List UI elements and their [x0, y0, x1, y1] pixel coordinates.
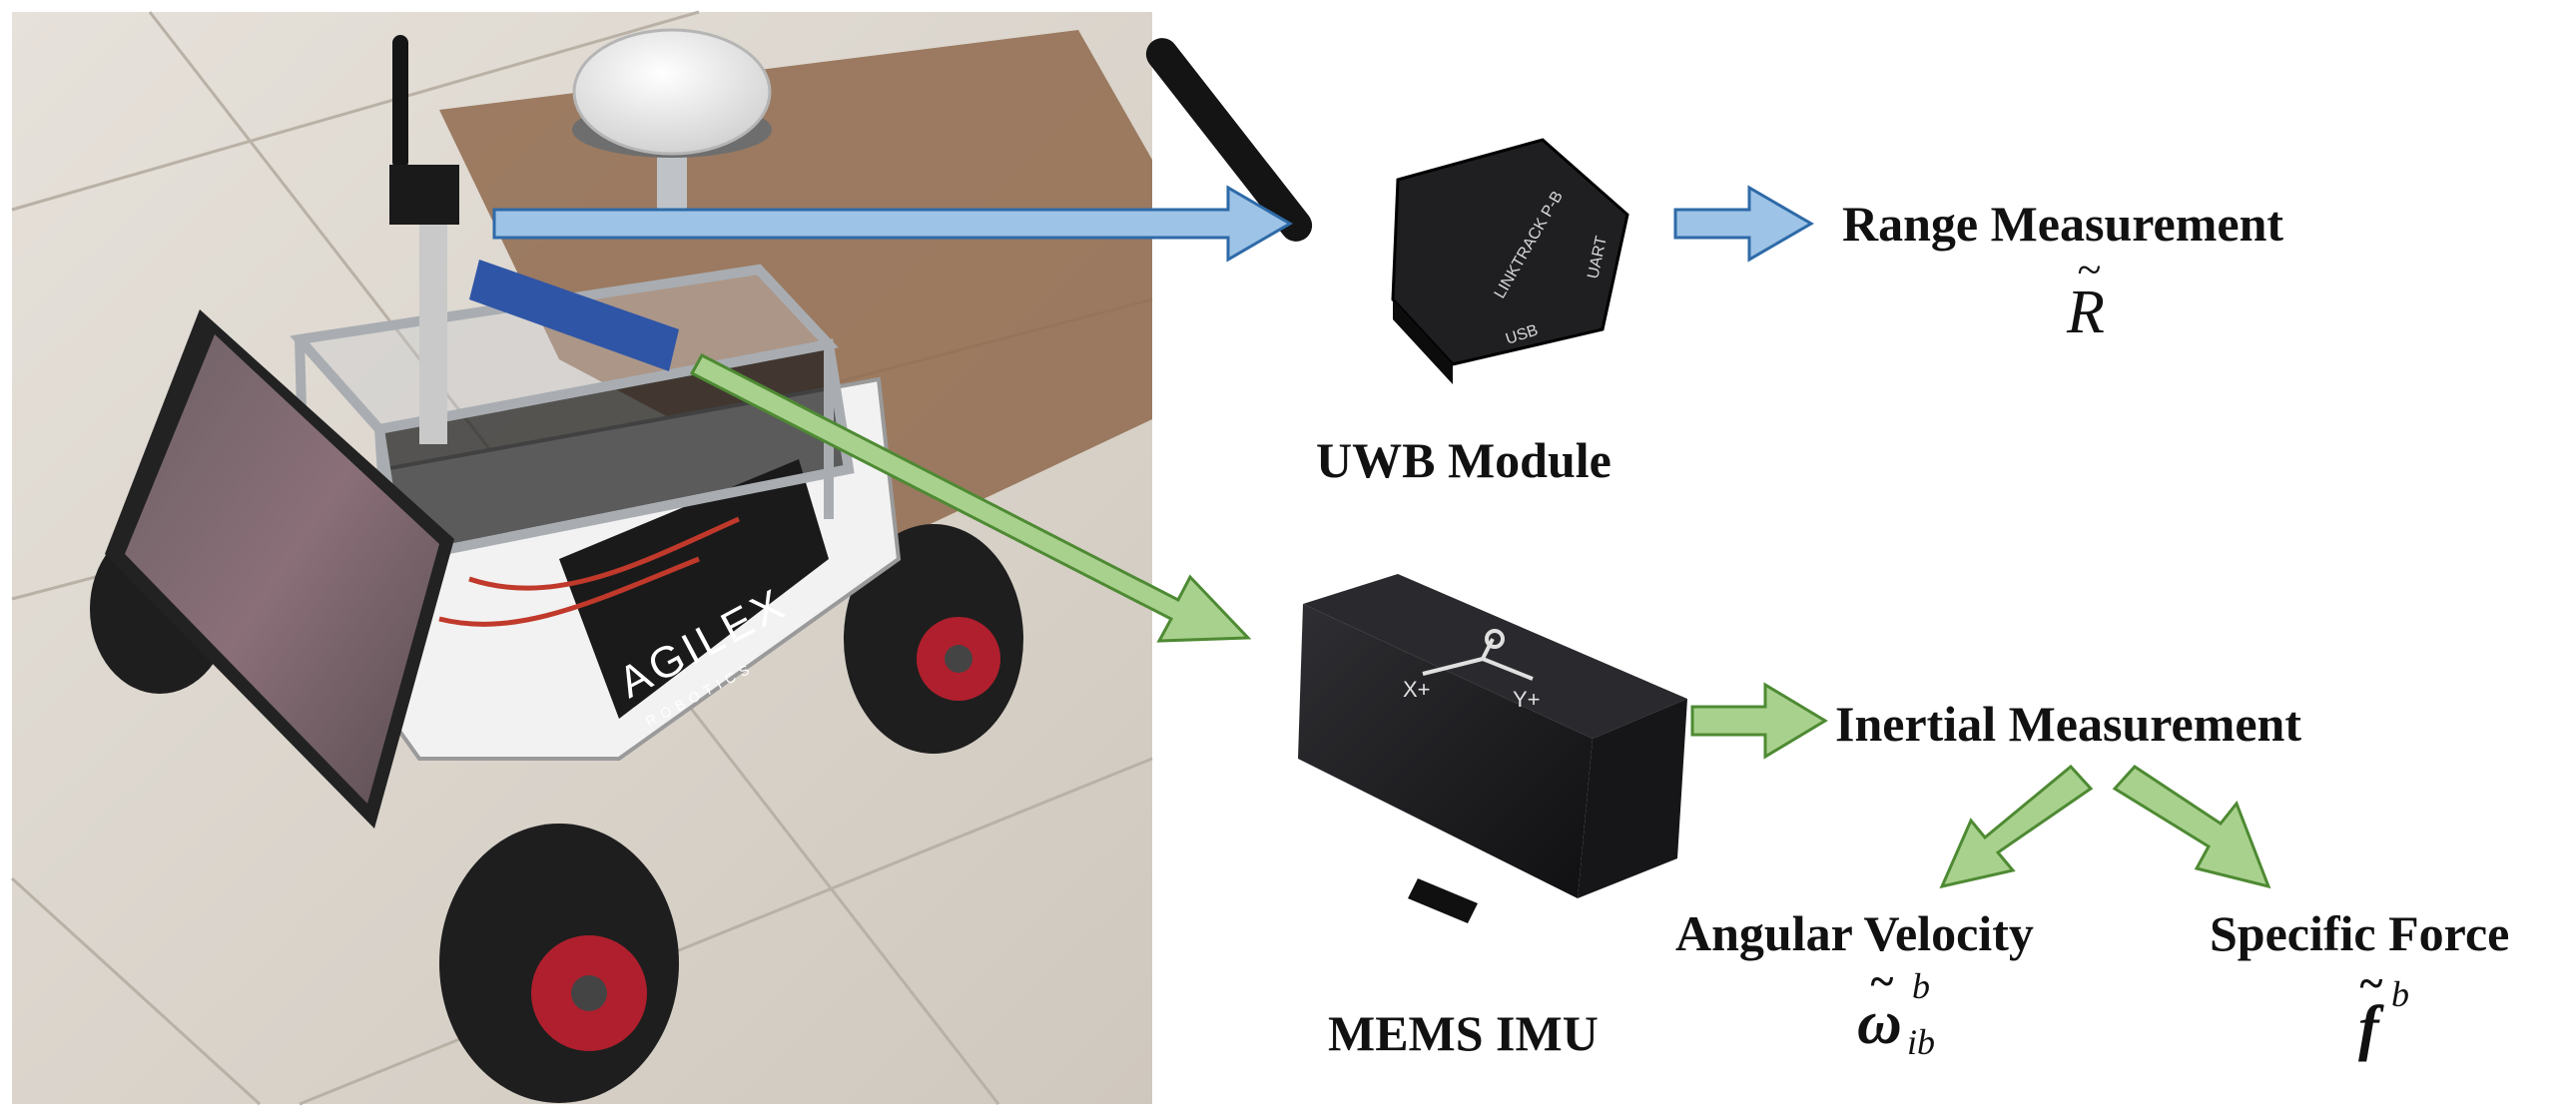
angular-velocity-superscript: b	[1912, 966, 1930, 1006]
imu-axis-y: Y+	[1513, 687, 1541, 712]
imu-front	[1298, 604, 1593, 898]
robot-tablet	[105, 309, 454, 829]
range-symbol-accent: ~	[2077, 246, 2101, 294]
arrow-inertial-to-angular	[1939, 764, 2094, 889]
arrow-uwb-to-range	[1673, 185, 1814, 263]
range-symbol-letter: R	[2066, 279, 2105, 346]
angular-velocity-accent: ~	[1869, 957, 1894, 1006]
uwb-antenna	[1145, 38, 1313, 242]
angular-velocity-subscript: ib	[1907, 1022, 1935, 1062]
inertial-measurement-label: Inertial Measurement	[1835, 696, 2301, 752]
floor-mat	[439, 30, 1152, 539]
specific-force-symbol: ~ f b	[2358, 959, 2409, 1062]
specific-force-accent: ~	[2358, 959, 2383, 1008]
gnss-dome	[572, 28, 772, 210]
robot-antenna	[389, 35, 459, 444]
imu-axis-x: X+	[1403, 677, 1431, 702]
angular-velocity-label: Angular Velocity	[1675, 905, 2034, 961]
range-symbol: ~ R	[2066, 246, 2105, 346]
imu-top	[1303, 574, 1687, 739]
arrow-robot-to-uwb	[492, 185, 1293, 263]
imu-side	[1578, 699, 1687, 898]
range-measurement-label: Range Measurement	[1842, 196, 2283, 252]
specific-force-superscript: b	[2391, 974, 2409, 1014]
uwb-module-label: UWB Module	[1316, 432, 1611, 488]
mems-imu-label: MEMS IMU	[1328, 1005, 1599, 1061]
arrow-imu-to-inertial	[1690, 682, 1828, 760]
arrow-inertial-to-specific	[2112, 765, 2271, 889]
blue-strap	[469, 260, 679, 371]
arrow-robot-to-imu	[689, 353, 1252, 643]
uwb-module-image: LINKTRACK P-B UART USB	[1145, 38, 1629, 384]
angular-velocity-symbol: ~ ω b ib	[1857, 957, 1935, 1062]
imu-image: X+ Y+	[1298, 574, 1687, 923]
robot-wiring	[438, 516, 741, 627]
specific-force-label: Specific Force	[2210, 905, 2509, 961]
angular-velocity-letter: ω	[1857, 989, 1902, 1057]
imu-axis-marking	[1422, 629, 1534, 681]
robot-photo: AGILEX ROBOTICS	[10, 10, 1153, 1106]
